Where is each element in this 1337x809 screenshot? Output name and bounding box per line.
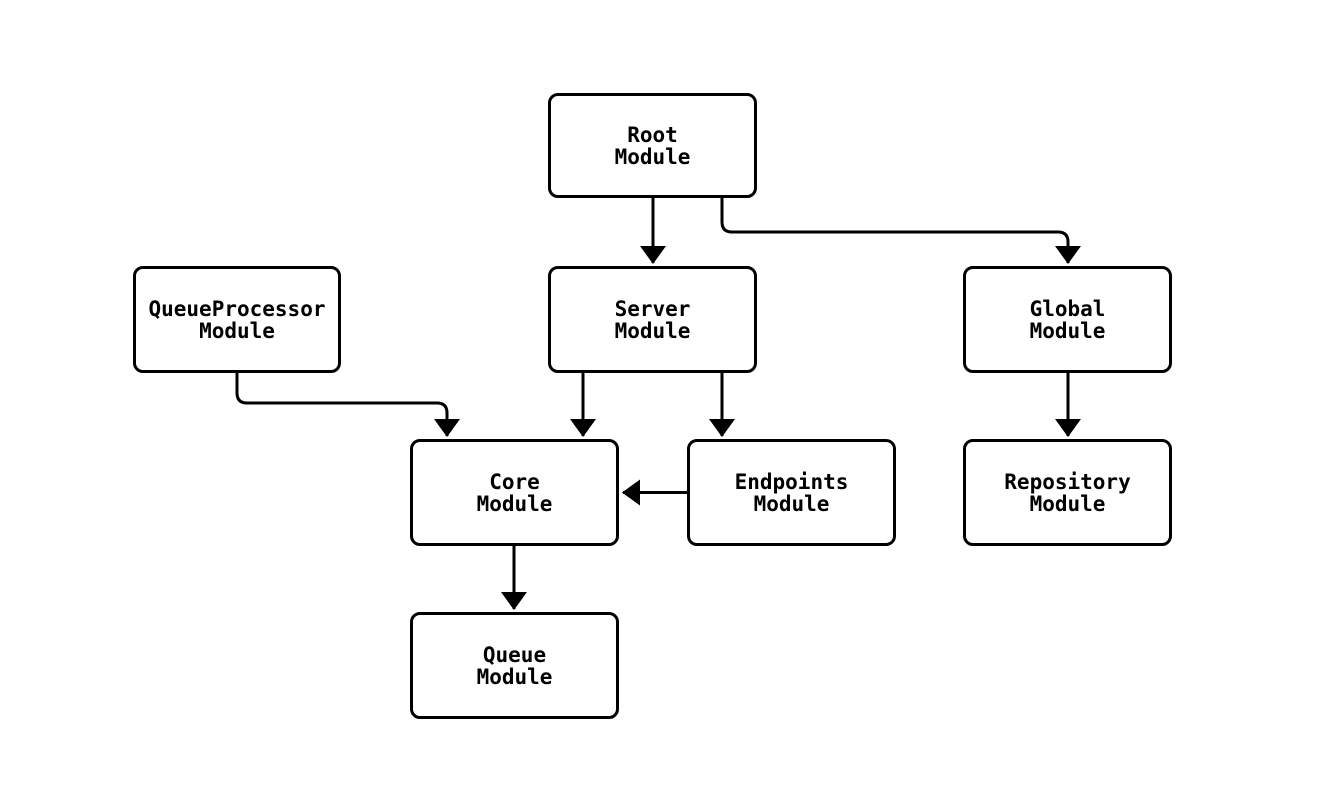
edges-layer	[235, 198, 1081, 610]
node-label-line1: Endpoints	[734, 469, 849, 494]
node-label-line2: Module	[476, 664, 553, 689]
node-label: Root Module	[615, 124, 691, 168]
edge-queueprocessor-to-core	[235, 373, 460, 437]
node-label: Global Module	[1030, 298, 1106, 342]
node-label-line1: Server	[614, 296, 691, 321]
node-label: Server Module	[615, 298, 691, 342]
node-label: Core Module	[477, 471, 553, 515]
node-label-line2: Module	[614, 144, 691, 169]
node-label: QueueProcessor Module	[148, 298, 325, 342]
node-label: Repository Module	[1004, 471, 1130, 515]
node-label-line1: Global	[1029, 296, 1106, 321]
node-label-line2: Module	[1029, 491, 1106, 516]
node-label-line1: Repository	[1004, 469, 1131, 494]
node-label-line2: Module	[614, 318, 691, 343]
node-label-line1: Root	[627, 122, 678, 147]
node-label-line2: Module	[753, 491, 830, 516]
node-root-module: Root Module	[548, 93, 757, 198]
node-core-module: Core Module	[410, 439, 619, 546]
node-server-module: Server Module	[548, 266, 757, 373]
node-label-line2: Module	[199, 318, 275, 343]
node-label: Queue Module	[477, 644, 553, 688]
node-queueprocessor-module: QueueProcessor Module	[133, 266, 341, 373]
node-label-line2: Module	[1029, 318, 1106, 343]
node-label-line2: Module	[476, 491, 553, 516]
node-label-line1: Core	[489, 469, 540, 494]
node-label: Endpoints Module	[735, 471, 849, 515]
node-label-line1: QueueProcessor	[148, 296, 326, 321]
edge-root-to-global	[720, 198, 1081, 264]
node-endpoints-module: Endpoints Module	[687, 439, 896, 546]
node-repository-module: Repository Module	[963, 439, 1172, 546]
node-global-module: Global Module	[963, 266, 1172, 373]
node-queue-module: Queue Module	[410, 612, 619, 719]
node-label-line1: Queue	[482, 642, 547, 667]
